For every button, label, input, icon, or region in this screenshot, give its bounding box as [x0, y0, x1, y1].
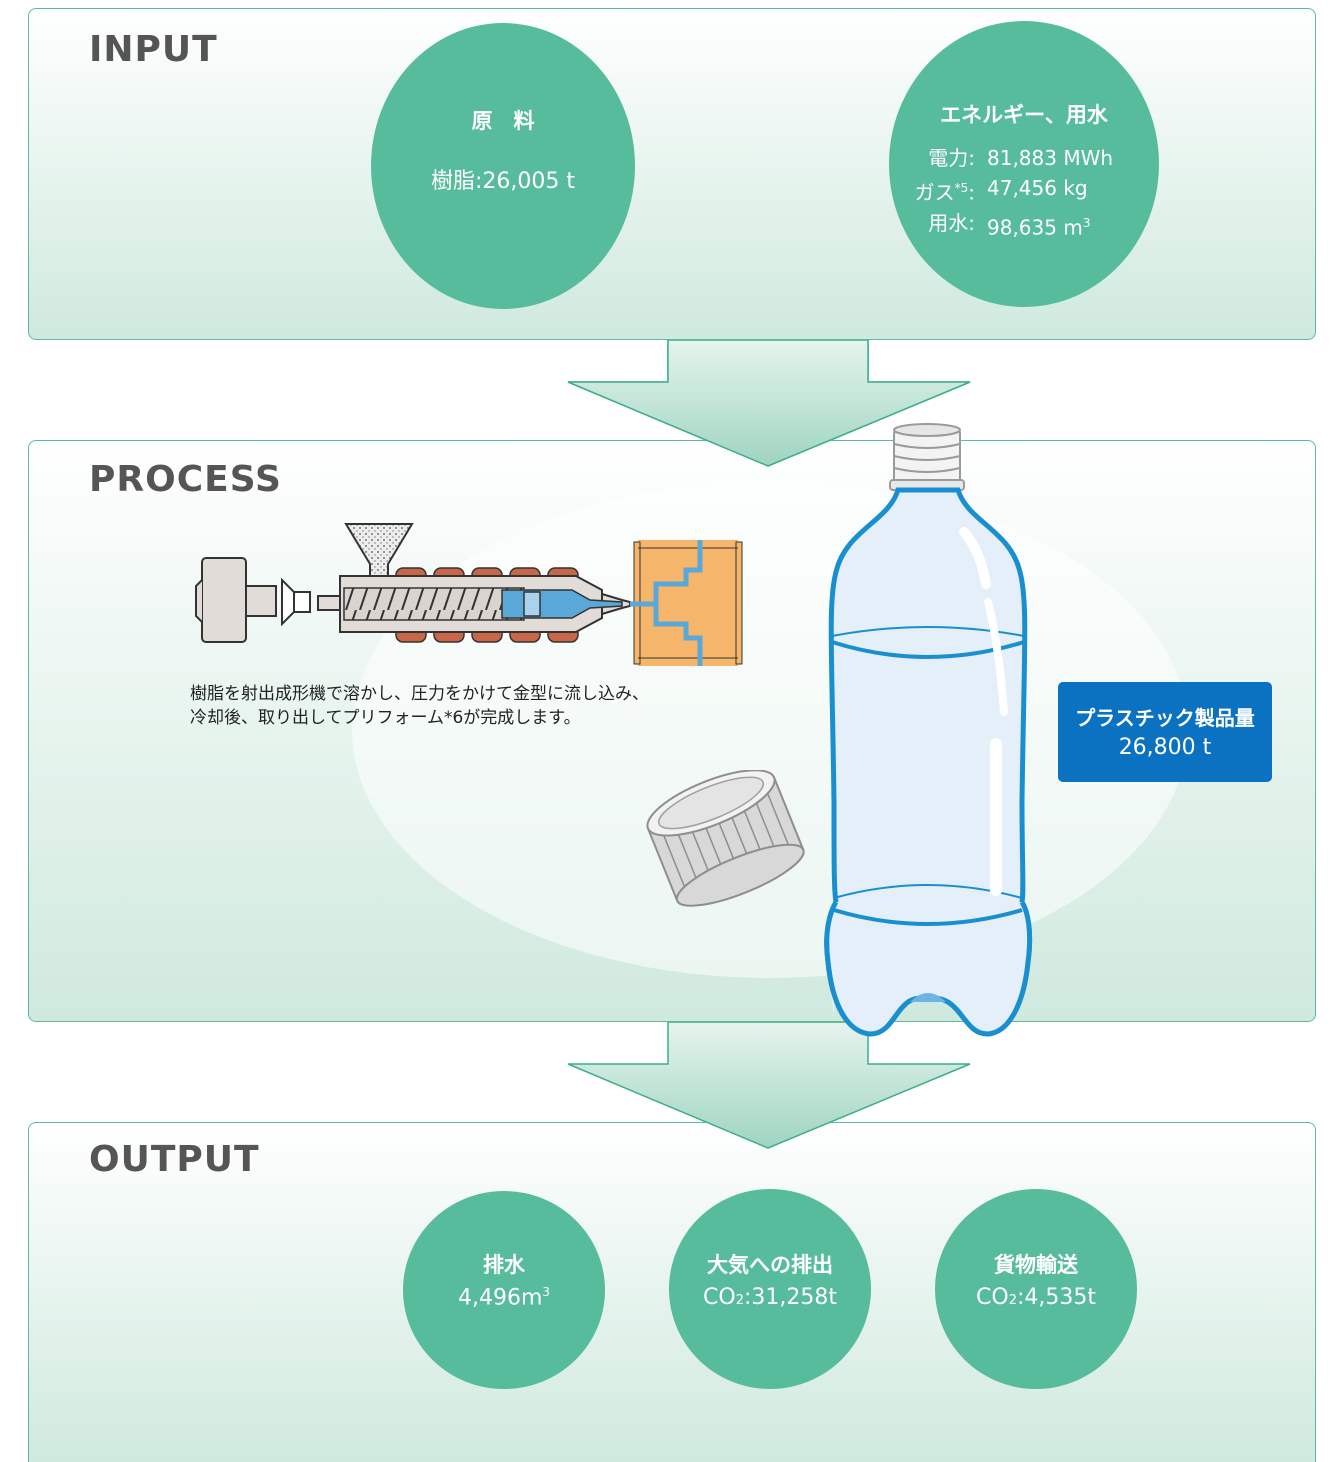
energy-list: 電力: 81,883 MWh ガス*5: 47,456 kg 用水: 98,63… [887, 143, 1159, 242]
output-circle-air-emission: 大気への排出 CO2:31,258t [669, 1189, 871, 1389]
freight-title: 貨物輸送 [994, 1253, 1078, 1277]
input-panel: INPUT 原 料 樹脂:26,005 t エネルギー、用水 電力: 81,88… [28, 8, 1316, 340]
process-title: PROCESS [89, 459, 282, 500]
output-circle-freight: 貨物輸送 CO2:4,535t [935, 1189, 1137, 1389]
drainage-value: 4,496m [457, 1285, 543, 1311]
energy-row-gas: ガス*5: 47,456 kg [887, 173, 1159, 208]
water-unit-sup: 3 [1082, 215, 1091, 230]
bottle-cap-icon [646, 770, 805, 907]
product-label: プラスチック製品量 [1075, 706, 1255, 730]
air-emission-title: 大気への排出 [707, 1253, 833, 1277]
air-emission-sub: 2 [735, 1293, 744, 1308]
energy-title: エネルギー、用水 [940, 103, 1108, 127]
gas-footnote: *5 [954, 181, 969, 195]
air-emission-value-wrap: CO2:31,258t [669, 1285, 871, 1310]
freight-value: :4,535t [1016, 1285, 1096, 1310]
raw-material-circle: 原 料 樹脂:26,005 t [371, 23, 635, 309]
product-quantity-badge: プラスチック製品量 26,800 t [1058, 682, 1272, 782]
down-arrow-2 [567, 1022, 971, 1149]
energy-circle: エネルギー、用水 電力: 81,883 MWh ガス*5: 47,456 kg … [889, 21, 1159, 307]
water-value-wrap: 98,635 m3 [987, 208, 1090, 243]
raw-material-title: 原 料 [471, 109, 535, 133]
air-emission-prefix: CO [703, 1285, 736, 1310]
drainage-title: 排水 [483, 1253, 525, 1277]
electricity-label: 電力: [928, 146, 975, 170]
output-title: OUTPUT [89, 1139, 260, 1180]
freight-value-wrap: CO2:4,535t [935, 1285, 1137, 1310]
electricity-value: 81,883 MWh [987, 146, 1114, 170]
drainage-unit-sup: 3 [542, 1285, 551, 1299]
energy-row-electricity: 電力: 81,883 MWh [887, 143, 1159, 173]
energy-row-water: 用水: 98,635 m3 [887, 208, 1159, 243]
gas-value: 47,456 kg [987, 176, 1088, 200]
process-caption: 樹脂を射出成形機で溶かし、圧力をかけて金型に流し込み、冷却後、取り出してプリフォ… [190, 684, 649, 728]
pet-bottle-icon [824, 423, 1033, 1037]
freight-prefix: CO [976, 1285, 1009, 1310]
gas-label-suffix: : [968, 180, 975, 205]
freight-sub: 2 [1008, 1293, 1017, 1308]
output-circle-drainage: 排水 4,496m3 [403, 1191, 605, 1389]
gas-label: ガス [914, 180, 955, 205]
output-panel: OUTPUT 排水 4,496m3 大気への排出 CO2:31,258t 貨物輸… [28, 1122, 1316, 1462]
injection-molding-machine-icon [195, 523, 743, 666]
water-value: 98,635 m [987, 215, 1083, 240]
drainage-value-wrap: 4,496m3 [403, 1285, 605, 1310]
input-title: INPUT [89, 29, 218, 70]
gas-label-wrap: ガス*5: [887, 173, 975, 208]
water-label: 用水: [928, 210, 975, 235]
air-emission-value: :31,258t [743, 1285, 837, 1310]
product-value: 26,800 t [1118, 735, 1212, 760]
down-arrow-1-overlay [567, 340, 971, 467]
raw-material-value: 樹脂:26,005 t [430, 169, 575, 194]
